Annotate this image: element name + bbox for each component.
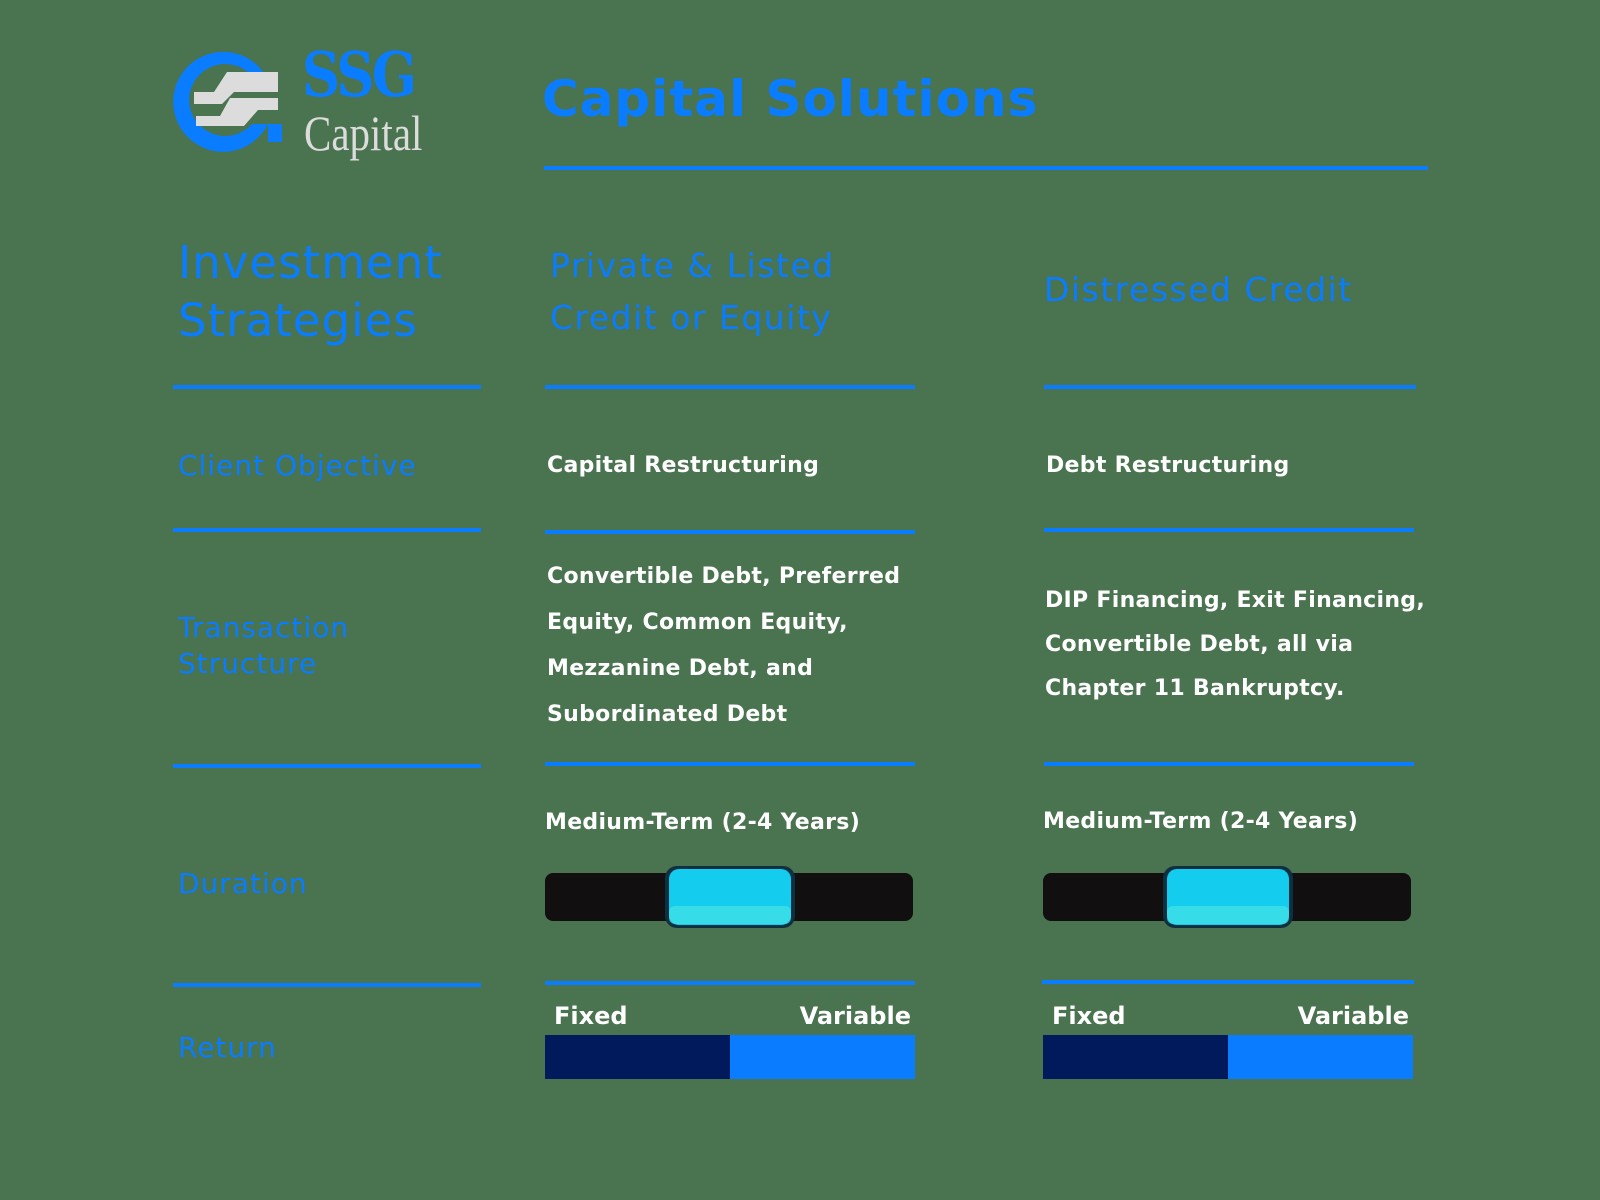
table-corner-title: Investment Strategies [178,234,443,350]
logo-wordmark-capital: Capital [304,105,423,161]
cell-line: Mezzanine Debt, and [547,656,814,681]
return-bar-fixed-segment [1043,1035,1228,1079]
cell-line: Chapter 11 Bankruptcy. [1045,676,1345,701]
return-fixed-label: Fixed [554,1002,628,1030]
cell-duration-private: Medium-Term (2-4 Years) [545,810,861,835]
return-labels-distressed: Fixed Variable [1043,1002,1409,1032]
logo-wordmark-ssg: SSG [302,38,417,111]
row-divider [173,983,481,987]
row-label-transaction-structure: Transaction Structure [178,610,349,682]
title-divider [544,166,1428,170]
duration-indicator-distressed [1043,866,1411,928]
row-divider [545,385,915,389]
row-divider [173,385,481,389]
column-header-distressed-credit: Distressed Credit [1044,264,1353,316]
cell-line: Convertible Debt, Preferred [547,564,901,589]
row-divider [545,530,915,534]
ssg-circle-logo-icon [172,46,282,158]
duration-indicator-private [545,866,913,928]
row-divider [1042,980,1414,984]
return-bar-distressed [1043,1035,1413,1079]
corner-title-line2: Strategies [178,294,418,347]
row-divider [173,764,481,768]
row-divider [545,981,915,985]
row-label-duration: Duration [178,867,308,900]
cell-transaction-structure-distressed: DIP Financing, Exit Financing, Convertib… [1045,579,1425,711]
column-header-private-listed: Private & Listed Credit or Equity [550,240,835,344]
row-label-client-objective: Client Objective [178,449,417,482]
row-divider [1044,385,1416,389]
cell-line: Equity, Common Equity, [547,610,848,635]
cell-client-objective-private: Capital Restructuring [547,453,820,478]
cell-client-objective-distressed: Debt Restructuring [1046,453,1290,478]
return-variable-label: Variable [799,1002,911,1030]
corner-title-line1: Investment [178,236,443,289]
cell-line: Subordinated Debt [547,702,788,727]
row-label-line1: Transaction [178,611,350,644]
return-labels-private: Fixed Variable [545,1002,911,1032]
return-bar-private [545,1035,915,1079]
row-divider [1044,528,1414,532]
cell-line: DIP Financing, Exit Financing, [1045,588,1426,613]
row-label-return: Return [178,1031,277,1064]
return-bar-fixed-segment [545,1035,730,1079]
cell-line: Convertible Debt, all via [1045,632,1354,657]
column-header-line1: Distressed Credit [1044,270,1353,309]
page-title: Capital Solutions [542,70,1039,128]
column-header-line1: Private & Listed [550,246,835,285]
row-divider [1044,762,1414,766]
row-divider [173,528,481,532]
cell-duration-distressed: Medium-Term (2-4 Years) [1043,809,1359,834]
row-label-line2: Structure [178,647,318,680]
return-fixed-label: Fixed [1052,1002,1126,1030]
column-header-line2: Credit or Equity [550,298,833,337]
cell-transaction-structure-private: Convertible Debt, Preferred Equity, Comm… [547,554,900,738]
return-bar-variable-segment [730,1035,915,1079]
return-bar-variable-segment [1228,1035,1413,1079]
return-variable-label: Variable [1297,1002,1409,1030]
row-divider [545,762,915,766]
